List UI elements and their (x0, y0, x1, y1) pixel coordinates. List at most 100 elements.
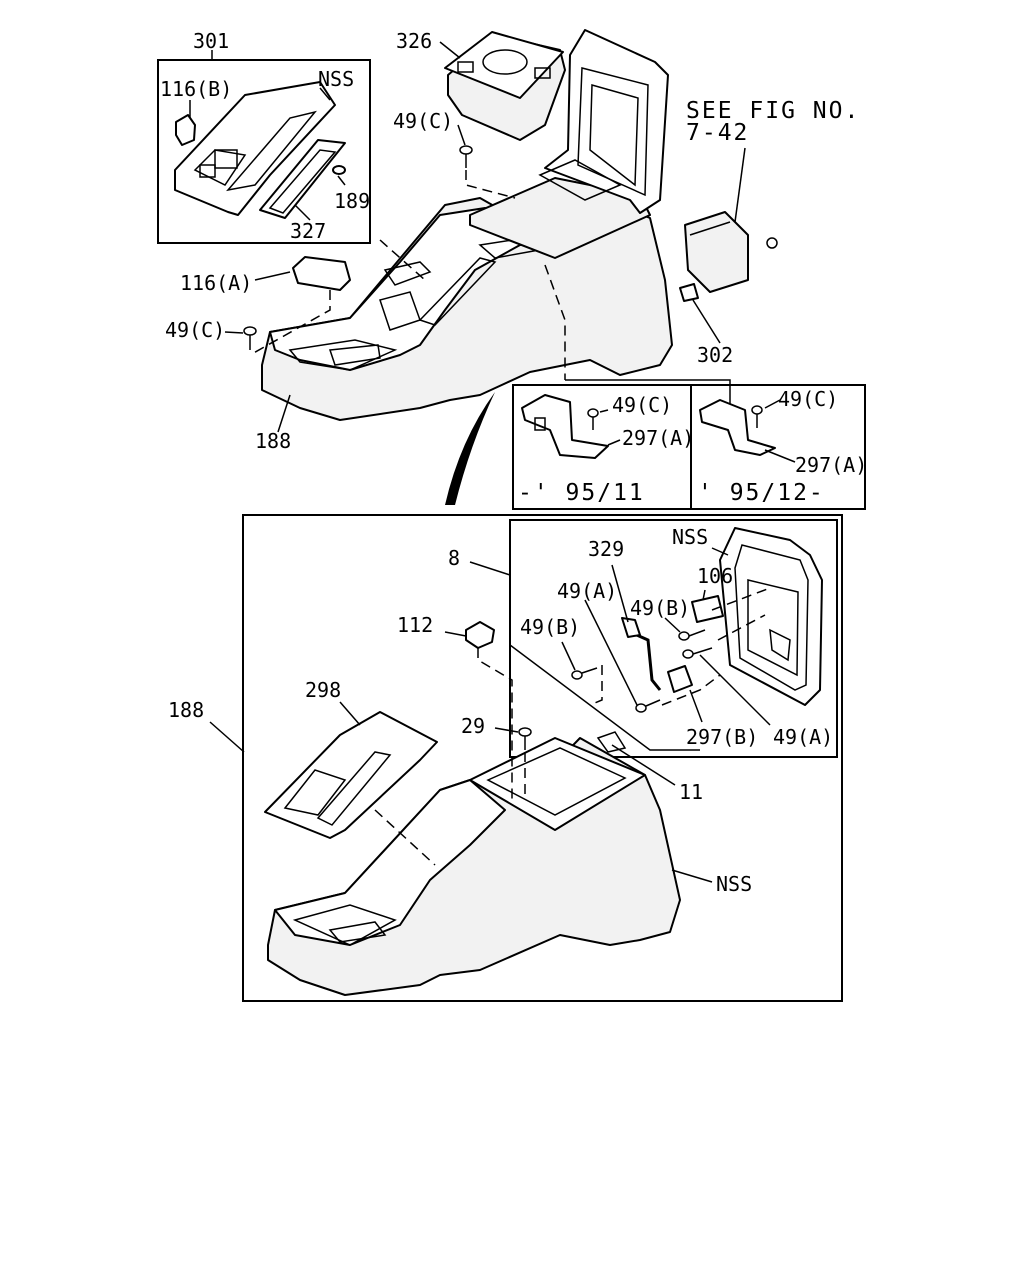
leader-8 (469, 561, 700, 751)
label-297a-inset2: 297(A) (795, 453, 867, 477)
label-116a: 116(A) (180, 271, 252, 295)
leader-49a-lower (699, 654, 771, 726)
label-range1: -' 95/11 (518, 480, 645, 506)
leader-298 (339, 701, 361, 726)
label-49c-inset1: 49(C) (612, 393, 672, 417)
label-49c-left: 49(C) (165, 318, 225, 342)
leader-188-top (277, 394, 291, 433)
label-8: 8 (448, 546, 460, 570)
leader-49c-left (224, 331, 244, 334)
assembly-line-top-a (465, 170, 516, 199)
label-49c-inset2: 49(C) (778, 387, 838, 411)
detail-box-outer (242, 514, 843, 1002)
label-106: 106 (697, 564, 733, 588)
label-301: 301 (193, 29, 229, 53)
detail-arrow (445, 392, 495, 505)
assembly-line-clip (477, 648, 513, 800)
leader-106 (702, 589, 706, 601)
bracket-297a-late (699, 399, 776, 456)
label-49b-left: 49(B) (520, 615, 580, 639)
latch-106 (691, 595, 724, 623)
leader-189 (337, 175, 346, 186)
screw-49c-top (459, 145, 473, 168)
leader-327 (294, 204, 311, 221)
leader-116a (254, 271, 291, 281)
screw-49b-left (571, 667, 598, 680)
leader-49b-left (561, 641, 576, 671)
label-188-top: 188 (255, 429, 291, 453)
assembly-line-top-d (544, 264, 566, 380)
label-298: 298 (305, 678, 341, 702)
leader-112 (444, 631, 467, 637)
leader-188-bottom (209, 721, 245, 753)
screw-49c-inset2 (751, 405, 763, 428)
cup-holder-326 (444, 31, 566, 141)
leader-nss-bottom (671, 869, 713, 883)
cover-116b (175, 114, 196, 146)
leader-302 (692, 299, 721, 344)
label-326: 326 (396, 29, 432, 53)
panel-298 (264, 711, 438, 839)
label-327: 327 (290, 219, 326, 243)
screw-49a-left (635, 699, 661, 713)
label-range2: ' 95/12- (698, 480, 825, 506)
label-nss-frame: NSS (672, 525, 708, 549)
assembly-line-top-b (379, 239, 426, 281)
leader-29 (494, 727, 519, 733)
inset-box-95-12 (690, 384, 866, 510)
module-302 (679, 211, 778, 302)
bracket-297b (667, 665, 693, 693)
cover-116a (292, 256, 351, 291)
label-nss-top: NSS (318, 67, 354, 91)
bracket-insets (512, 379, 866, 510)
assembly-line-hinge (661, 674, 721, 706)
assembly-line-panel (374, 809, 436, 866)
clip-112 (465, 621, 495, 649)
leader-329 (611, 564, 629, 623)
label-112: 112 (397, 613, 433, 637)
leader-49b-right (664, 617, 681, 633)
console-assembly-top (157, 29, 778, 505)
label-nss-bottom: NSS (716, 872, 752, 896)
label-297b: 297(B) (686, 725, 758, 749)
leader-nss-frame (711, 547, 729, 556)
label-49a-lower: 49(A) (773, 725, 833, 749)
ref-line2: 7-42 (686, 120, 749, 146)
assembly-line-top-c (249, 290, 331, 356)
screw-49c-left (243, 326, 257, 350)
label-116b: 116(B) (160, 77, 232, 101)
screw-49b-right (678, 629, 706, 641)
plate-327 (259, 139, 346, 219)
leader-fig742 (734, 147, 746, 223)
leader-11 (611, 744, 676, 786)
label-29: 29 (461, 714, 485, 738)
armrest-frame (719, 527, 823, 706)
leader-326 (439, 41, 461, 59)
switch-panel (174, 81, 336, 216)
screw-49a-right (682, 647, 713, 659)
label-302: 302 (697, 343, 733, 367)
callout-labels: SEE FIG NO. 7-42 301 326 116(B) NSS 49(C… (160, 29, 867, 896)
label-297a-inset1: 297(A) (622, 426, 694, 450)
bracket-297a-early (521, 394, 609, 459)
leader-49a-upper (584, 599, 638, 706)
screw-49c-inset1 (587, 408, 599, 430)
label-188-bottom: 188 (168, 698, 204, 722)
screw-29 (518, 727, 532, 750)
label-49c-top: 49(C) (393, 109, 453, 133)
console-body-bottom (267, 731, 681, 996)
leader-49c-top (457, 124, 466, 146)
label-49b-right: 49(B) (630, 596, 690, 620)
leader-297b (689, 689, 703, 723)
assembly-line-frame (711, 587, 771, 611)
assembly-line-frame2 (717, 614, 766, 641)
clip-189 (332, 165, 346, 175)
ref-line1: SEE FIG NO. (686, 98, 860, 124)
kit-301-box (157, 59, 371, 244)
console-detail-lower (209, 514, 843, 1002)
leader-nss-top (319, 87, 331, 101)
label-11: 11 (679, 780, 703, 804)
label-329: 329 (588, 537, 624, 561)
assembly-line-screws (589, 665, 603, 706)
